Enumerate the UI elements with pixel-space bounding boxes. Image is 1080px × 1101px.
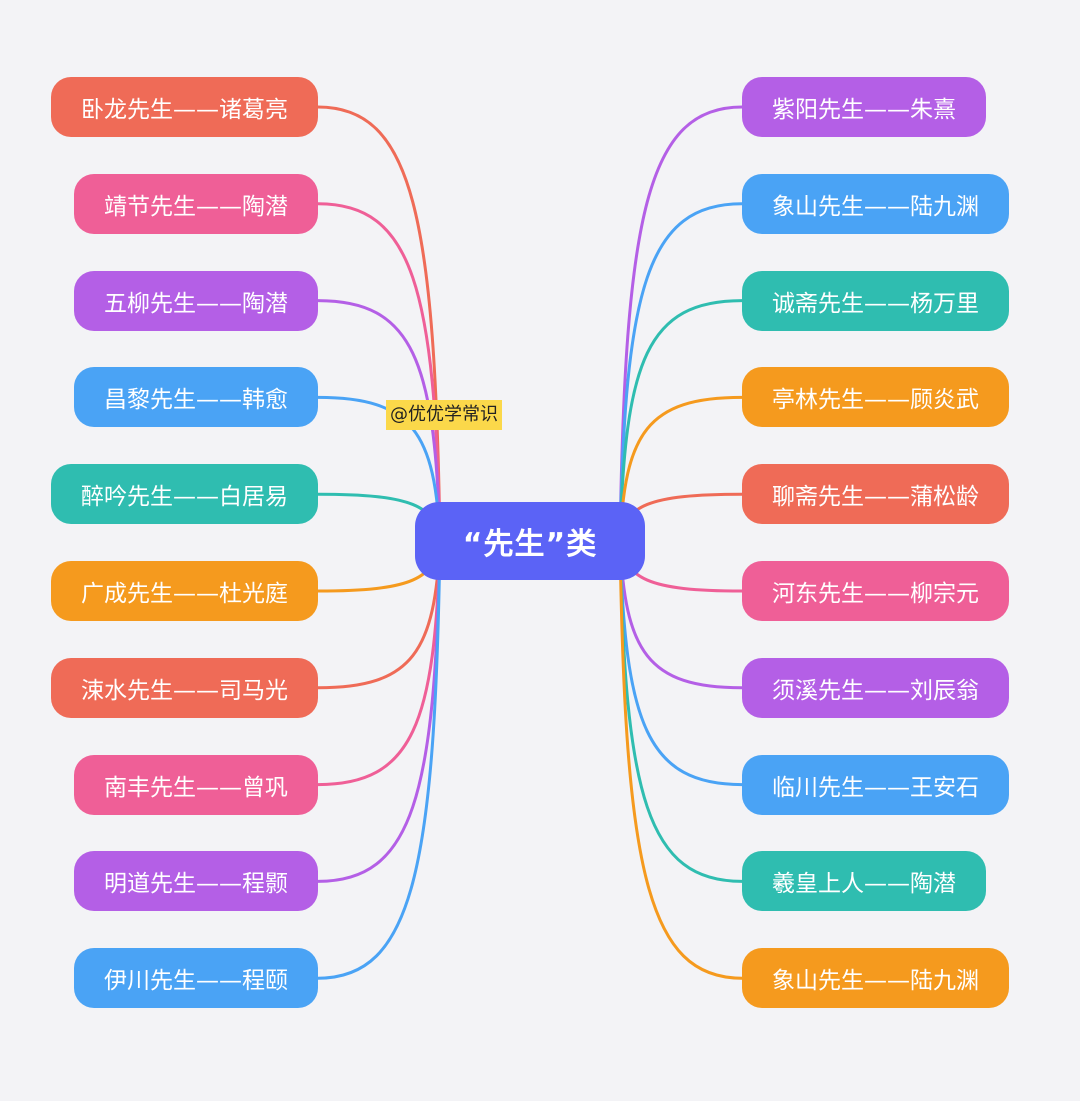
left-link-10: [316, 539, 442, 980]
right-link-1: [618, 105, 744, 543]
left-node-10[interactable]: 伊川先生——程颐: [74, 948, 318, 1009]
left-node-9[interactable]: 明道先生——程颢: [74, 851, 318, 912]
left-node-8[interactable]: 南丰先生——曾巩: [74, 754, 318, 815]
left-node-4[interactable]: 昌黎先生——韩愈: [74, 367, 318, 428]
left-node-6[interactable]: 广成先生——杜光庭: [51, 561, 318, 621]
right-link-2: [618, 202, 744, 543]
left-node-2[interactable]: 靖节先生——陶潜: [74, 173, 318, 234]
right-node-4[interactable]: 亭林先生——顾炎武: [742, 367, 1009, 428]
right-node-10[interactable]: 象山先生——陆九渊: [742, 948, 1009, 1009]
left-link-1: [316, 105, 442, 543]
right-node-6[interactable]: 河东先生——柳宗元: [742, 561, 1009, 621]
left-node-5[interactable]: 醉吟先生——白居易: [51, 464, 318, 525]
right-node-9[interactable]: 羲皇上人——陶潜: [742, 851, 986, 912]
left-node-7[interactable]: 涑水先生——司马光: [51, 657, 318, 718]
center-node[interactable]: “先生”类: [415, 502, 645, 580]
right-node-2[interactable]: 象山先生——陆九渊: [742, 173, 1009, 234]
left-link-8: [316, 539, 442, 787]
right-node-8[interactable]: 临川先生——王安石: [742, 754, 1009, 815]
right-node-1[interactable]: 紫阳先生——朱熹: [742, 77, 986, 137]
right-link-10: [618, 539, 744, 980]
right-node-5[interactable]: 聊斋先生——蒲松龄: [742, 464, 1009, 525]
right-node-7[interactable]: 须溪先生——刘辰翁: [742, 657, 1009, 718]
left-link-3: [316, 299, 442, 543]
right-node-3[interactable]: 诚斋先生——杨万里: [742, 270, 1009, 331]
left-link-2: [316, 202, 442, 543]
right-link-8: [618, 539, 744, 787]
right-link-3: [618, 299, 744, 543]
watermark-label: @优优学常识: [386, 400, 502, 430]
left-node-1[interactable]: 卧龙先生——诸葛亮: [51, 77, 318, 137]
left-node-3[interactable]: 五柳先生——陶潜: [74, 270, 318, 331]
